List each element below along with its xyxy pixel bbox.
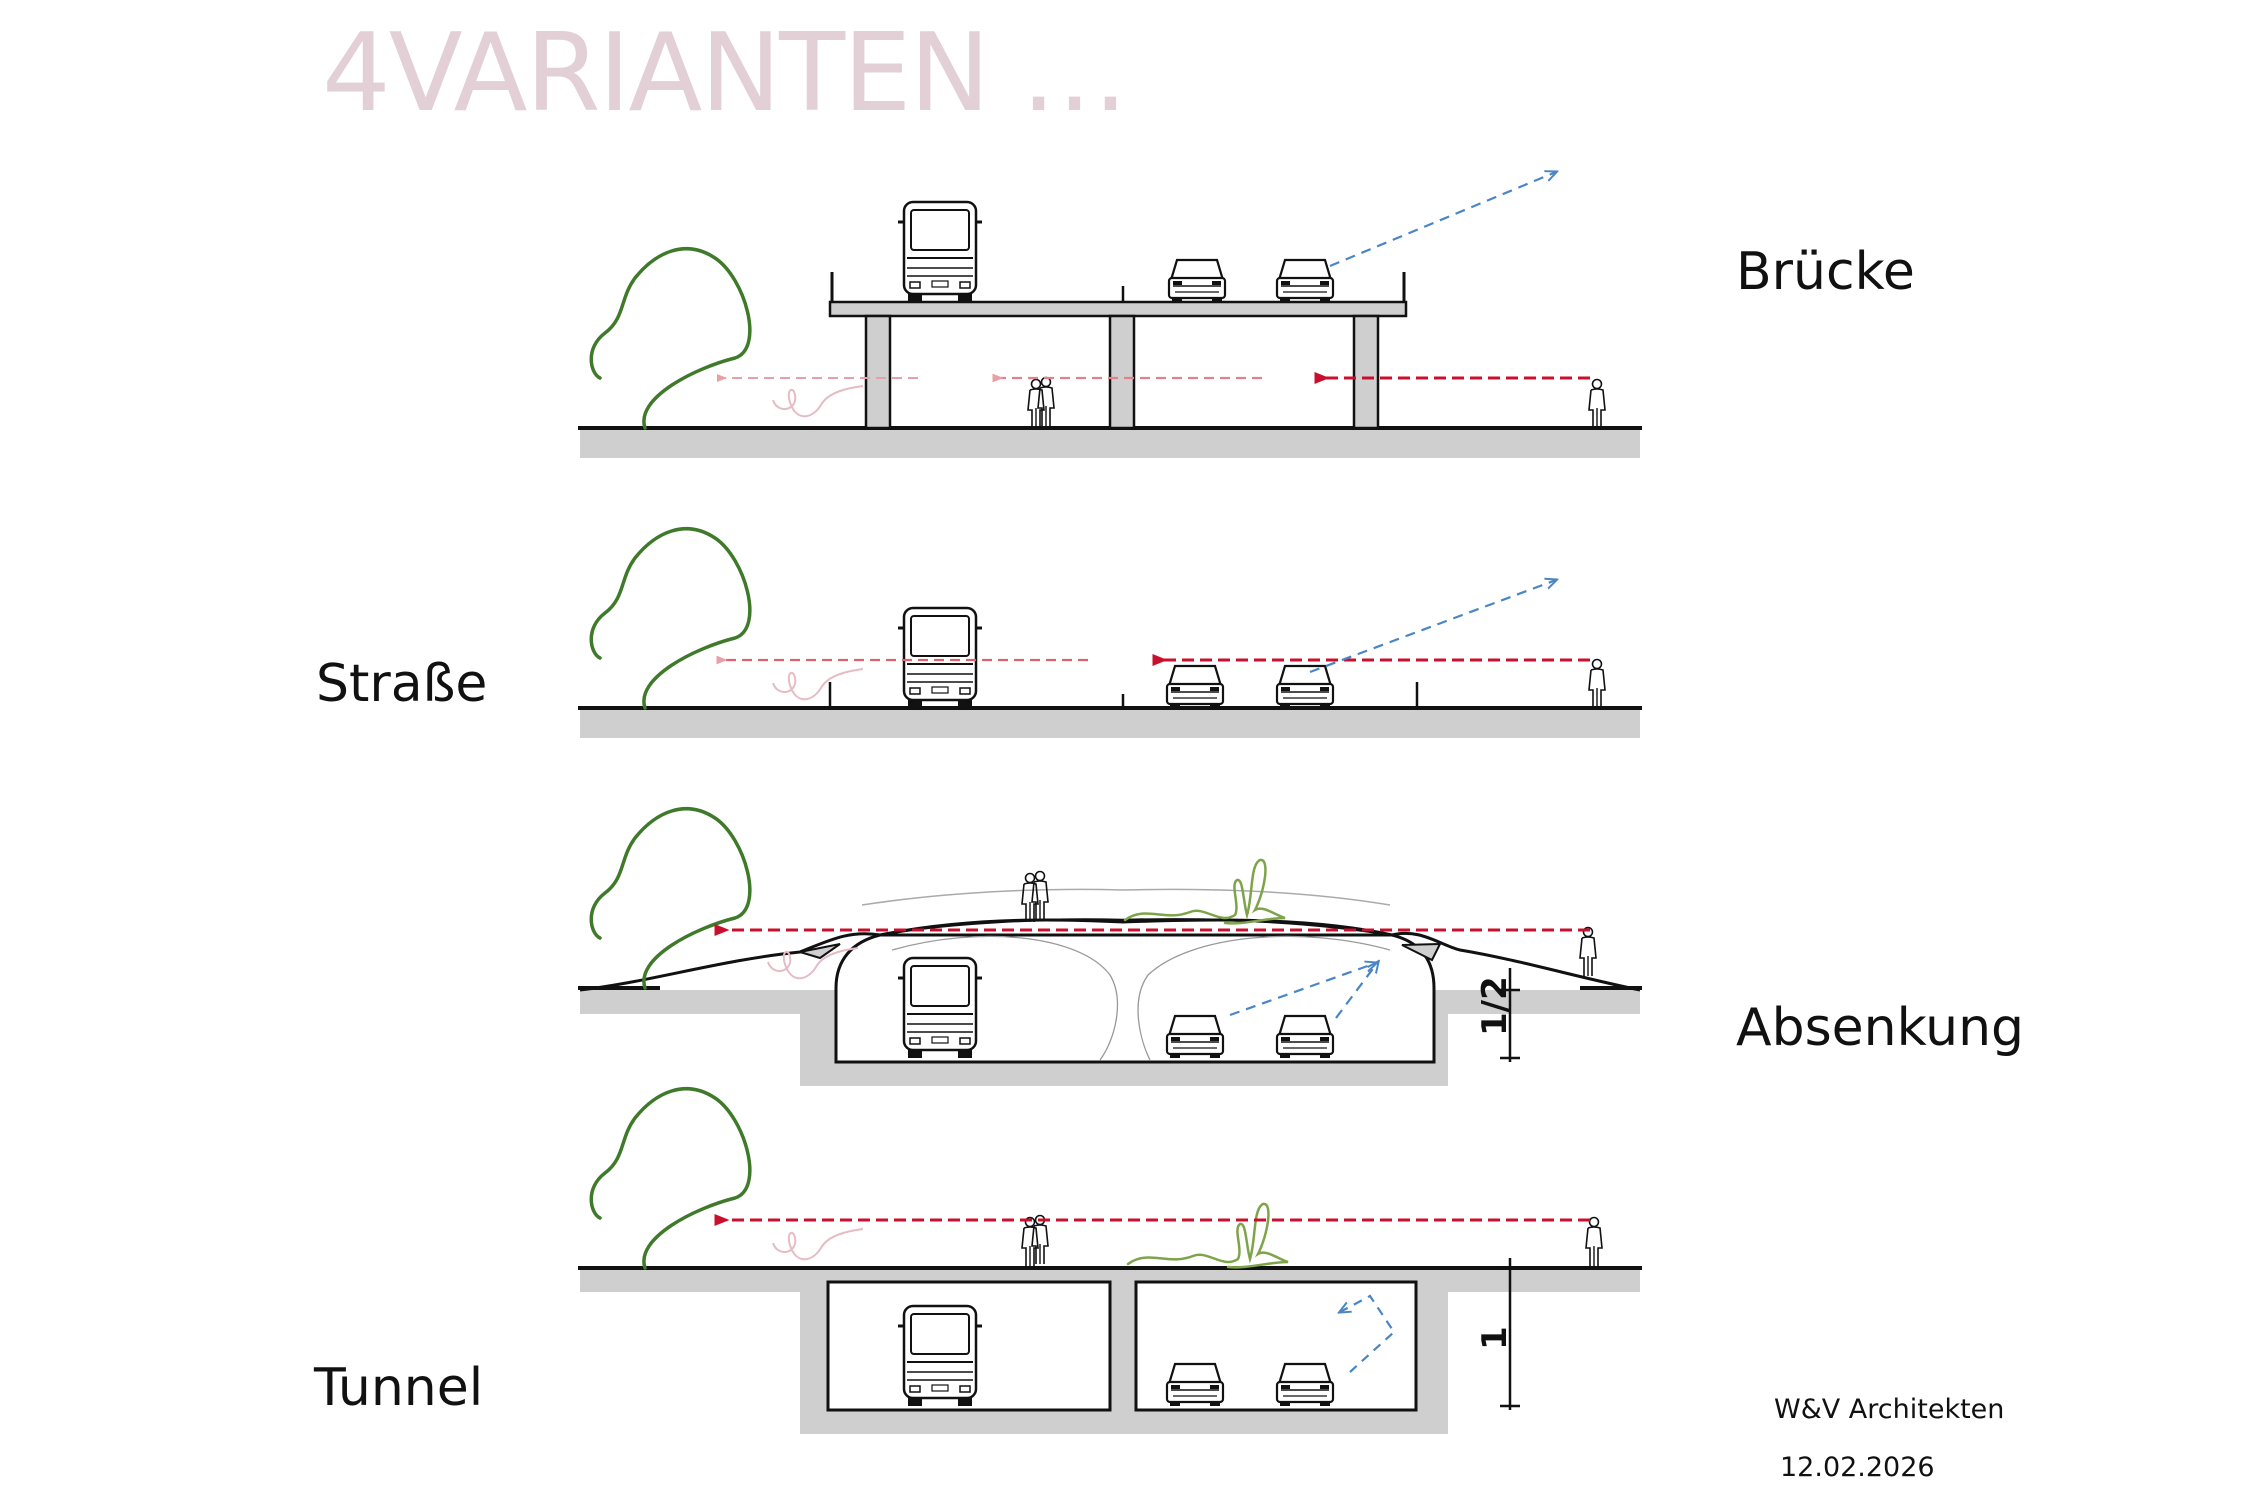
pedestrian-icon [1588, 378, 1606, 429]
sightline-arrow [1340, 1294, 1396, 1373]
bridge-deck [828, 300, 1408, 318]
bridge-pillar [864, 314, 892, 430]
tree-icon [589, 526, 752, 710]
variant-label-bruecke: Brücke [1736, 242, 1915, 302]
lid-surface [879, 918, 1393, 937]
variant-label-tunnel: Tunnel [314, 1358, 484, 1418]
bus-icon [896, 956, 984, 1060]
sketch-figure [772, 1228, 864, 1261]
page-title: 4VARIANTEN … [322, 11, 1128, 136]
car-icon [1275, 1014, 1335, 1060]
car-icon [1275, 664, 1335, 710]
bridge-pillar [1352, 314, 1380, 430]
bridge-pillar [1108, 314, 1136, 430]
pedestrian-icon [1585, 1216, 1603, 1267]
bus-icon [896, 606, 984, 710]
section-absenkung: 1/2 [578, 806, 1642, 1086]
sightline-arrow [1335, 962, 1378, 1019]
section-strasse [578, 526, 1642, 738]
ground-fill [580, 710, 1640, 738]
tree-icon [589, 246, 752, 430]
bus-icon [896, 1304, 984, 1408]
sketch-figure [772, 668, 864, 701]
sketch-figure [772, 385, 864, 418]
pedestrian-icon [1579, 926, 1597, 977]
car-icon [1275, 1362, 1335, 1408]
car-icon [1165, 1362, 1225, 1408]
car-icon [1165, 664, 1225, 710]
sightline-arrow [1309, 580, 1556, 674]
section-tunnel: 1 [578, 1086, 1642, 1434]
sightline-arrow [1329, 172, 1556, 268]
date-credit: 12.02.2026 [1780, 1452, 1935, 1483]
ground-fill [580, 430, 1640, 458]
sightline-arrow [1229, 963, 1376, 1017]
vault-line [1137, 935, 1391, 1061]
grass-icon [1126, 1202, 1290, 1269]
dimension-label-half: 1/2 [1475, 976, 1515, 1036]
lid-edge [1401, 942, 1442, 962]
car-icon [1165, 1014, 1225, 1060]
pedestrian-icon [1588, 658, 1606, 709]
car-icon [1275, 258, 1335, 304]
lid-edge [799, 943, 841, 960]
car-icon [1167, 258, 1227, 304]
bus-icon [896, 200, 984, 304]
dimension-label-full: 1 [1475, 1326, 1515, 1350]
tree-icon [589, 806, 752, 990]
lid-outline [861, 888, 1391, 906]
grass-icon [1123, 858, 1287, 925]
variant-label-absenkung: Absenkung [1736, 998, 2025, 1058]
tree-icon [589, 1086, 752, 1270]
section-bruecke [578, 172, 1642, 458]
variant-label-strasse: Straße [316, 654, 488, 714]
office-credit: W&V Architekten [1774, 1394, 2005, 1425]
landscape-lid [579, 918, 1641, 992]
vault-line [891, 935, 1118, 1061]
